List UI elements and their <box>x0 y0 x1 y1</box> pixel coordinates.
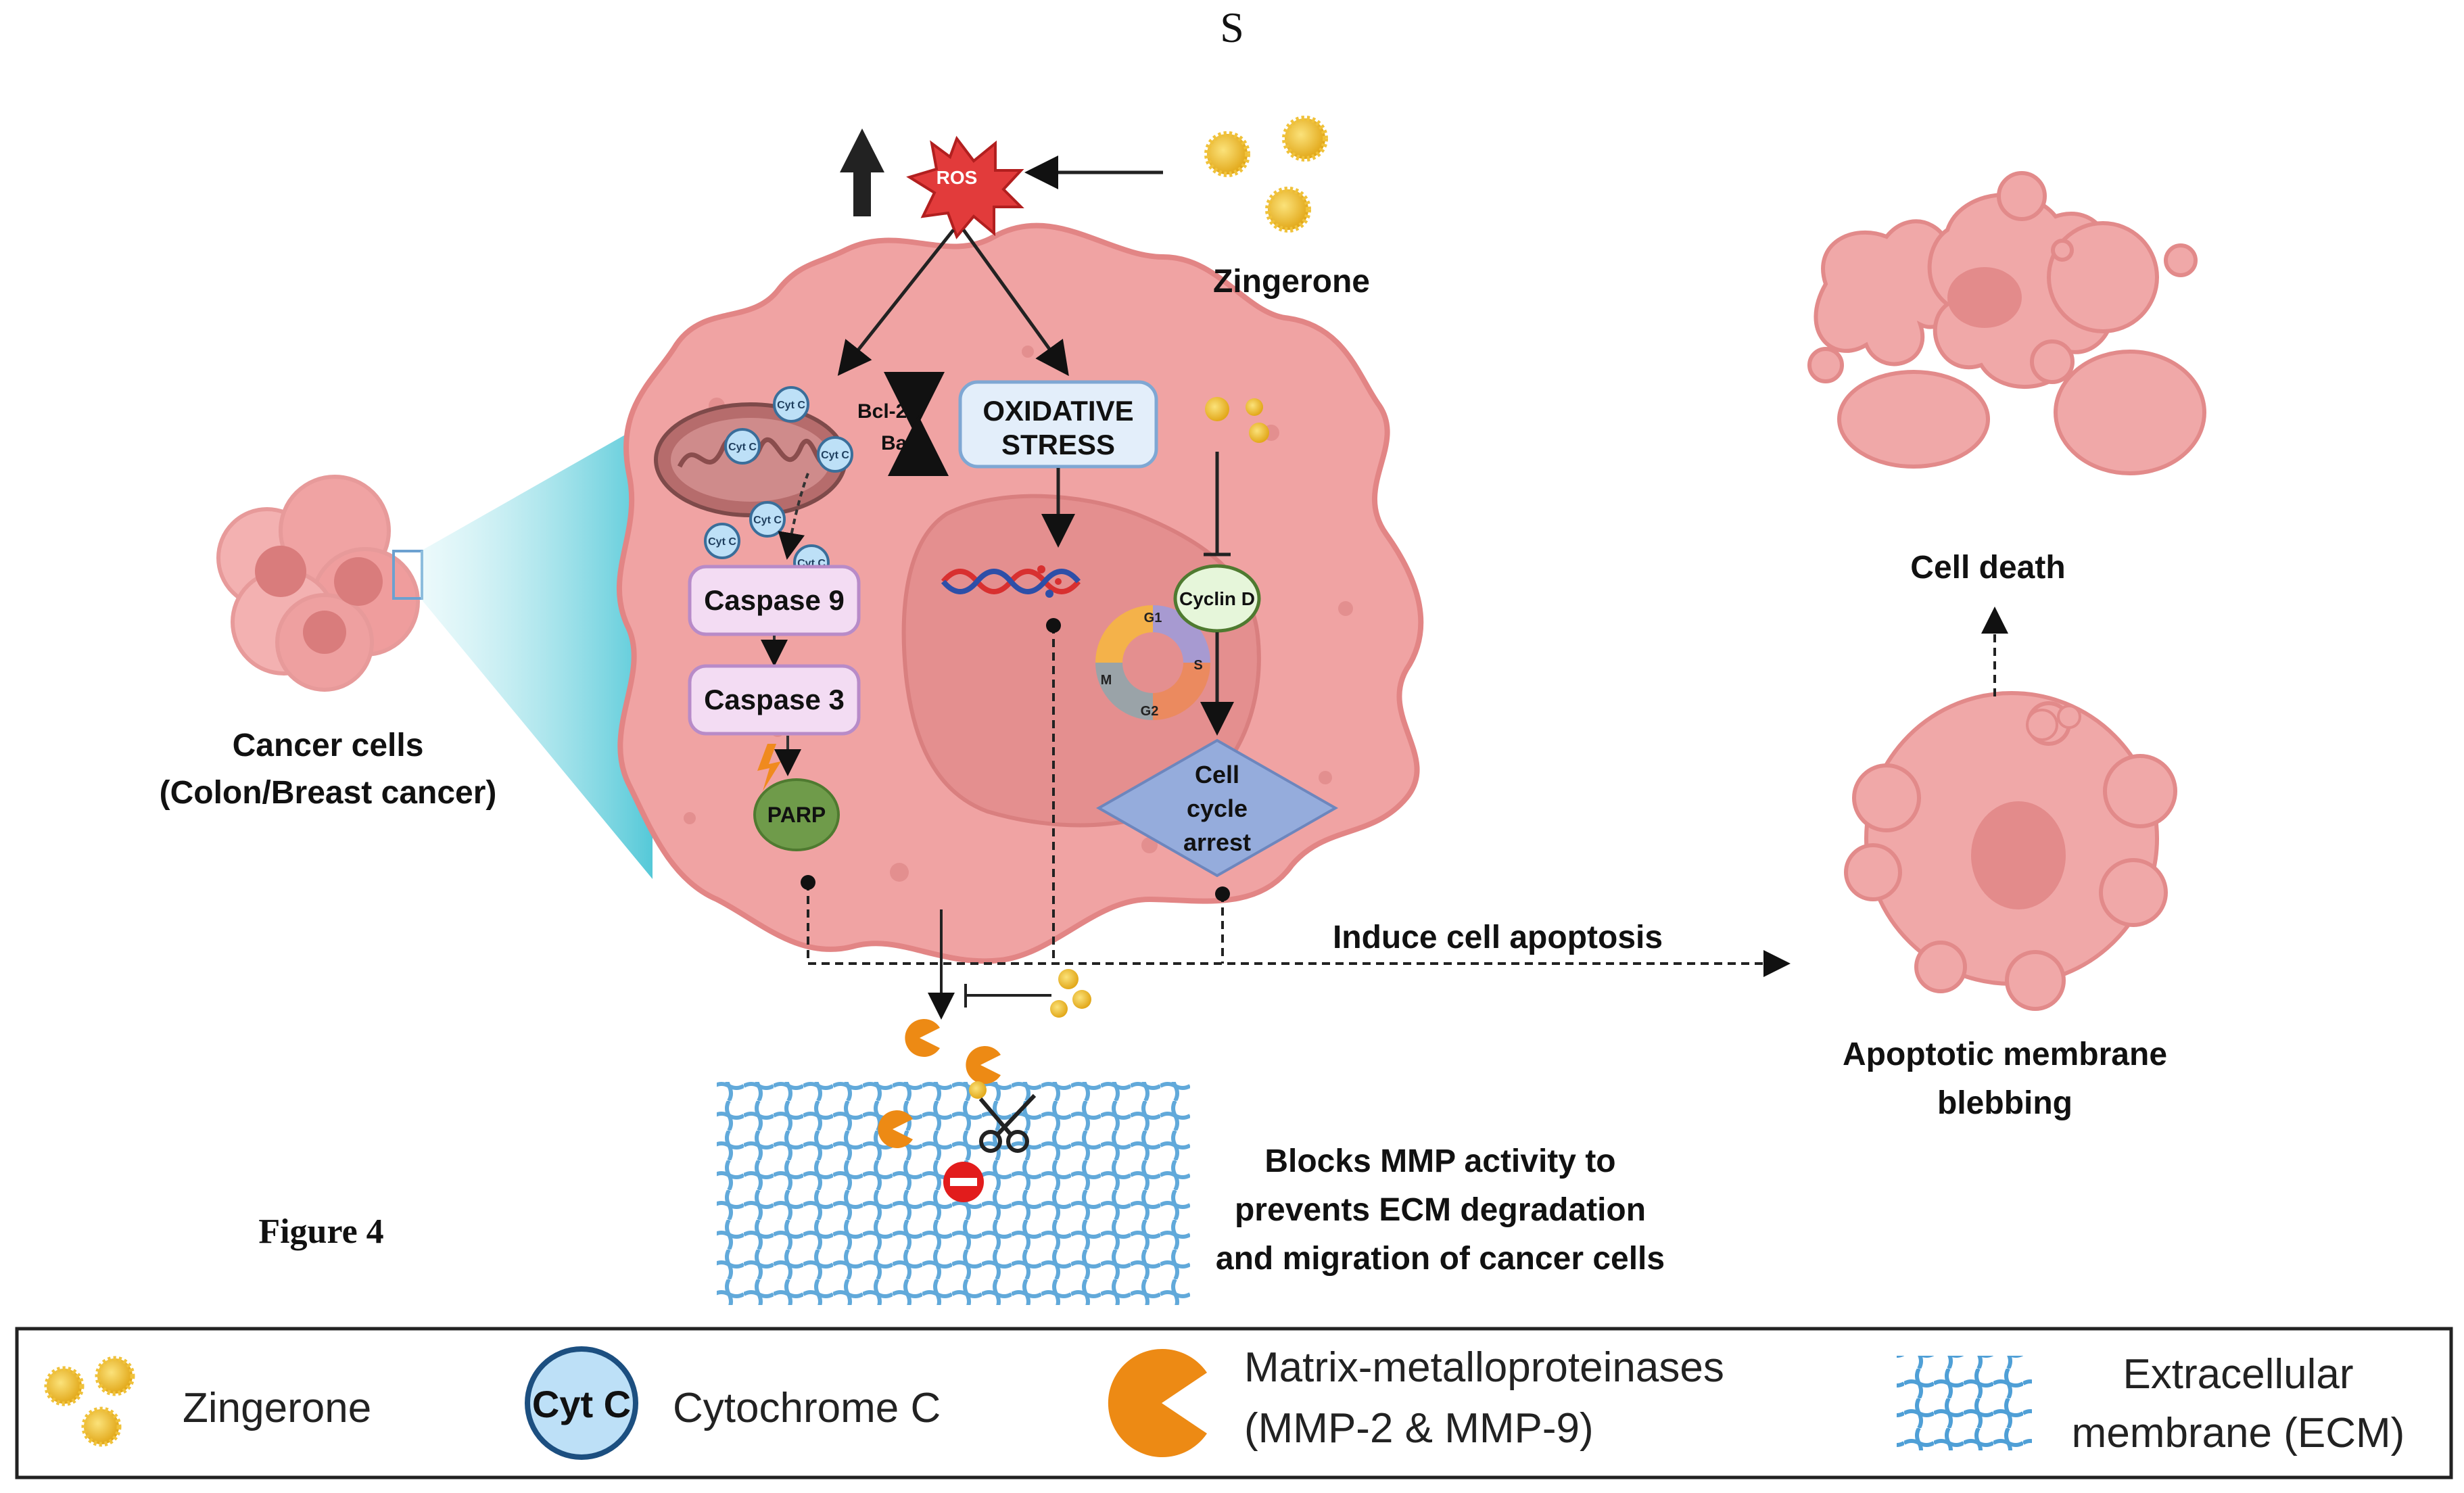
legend-zingerone-icon <box>44 1356 135 1447</box>
parp-label: PARP <box>767 803 826 827</box>
lightning-icon <box>757 744 781 791</box>
svg-text:G1: G1 <box>1144 611 1162 625</box>
blebbing-line2: blebbing <box>1937 1085 2072 1121</box>
cytc-molecule: Cyt C <box>704 523 740 559</box>
cell-death-label: Cell death <box>1910 550 2065 586</box>
figure-label: Figure 4 <box>258 1212 383 1251</box>
legend-mmp-line1: Matrix-metalloproteinases <box>1244 1344 1724 1391</box>
scissors-icon <box>978 1093 1037 1153</box>
svg-text:M: M <box>1101 673 1112 688</box>
caspase3-box <box>688 664 861 736</box>
cancer-cells-sublabel: (Colon/Breast cancer) <box>160 775 497 811</box>
legend-mmp-icon <box>1108 1349 1207 1457</box>
zingerone-particles-mmp <box>1050 969 1091 1018</box>
caspase3-label: Caspase 3 <box>704 684 845 715</box>
header-letter: S <box>1220 3 1244 51</box>
zingerone-particles-intracell <box>1205 397 1269 443</box>
apoptosis-pathway-lines <box>807 625 1791 977</box>
svg-text:Cyt C: Cyt C <box>708 536 736 548</box>
legend-zingerone-label: Zingerone <box>183 1385 371 1431</box>
cytc-release-arrow <box>778 473 809 560</box>
svg-text:S: S <box>1193 658 1202 673</box>
svg-text:Cyt C: Cyt C <box>728 442 757 453</box>
parp-node <box>753 778 840 851</box>
cell-cycle-wheel: G1 S G2 M <box>1095 605 1210 720</box>
svg-text:Cyt C: Cyt C <box>753 515 782 526</box>
damaged-dna-icon <box>941 565 1081 598</box>
cancer-cell-cluster <box>216 475 423 692</box>
oxidative-stress-line2: STRESS <box>1001 429 1115 460</box>
legend-cytc-icon-label: Cyt C <box>532 1383 631 1425</box>
svg-text:Cyt C: Cyt C <box>777 400 805 411</box>
arrest-line3: arrest <box>1183 828 1251 856</box>
mmp-block-line3: and migration of cancer cells <box>1216 1241 1665 1277</box>
legend-mmp-line2: (MMP-2 & MMP-9) <box>1244 1405 1594 1452</box>
pathway-endpoints <box>801 618 1230 901</box>
zingerone-particles-top <box>1204 116 1328 233</box>
cancer-cells-label: Cancer cells <box>233 728 424 763</box>
cytc-molecule: Cyt C <box>749 501 786 538</box>
blebbing-line1: Apoptotic membrane <box>1843 1037 2167 1072</box>
mmp-block-line2: prevents ECM degradation <box>1235 1192 1646 1228</box>
ros-increase-arrow-icon <box>840 128 884 216</box>
zoom-beam <box>421 419 653 879</box>
mmp-enzymes <box>878 1019 1001 1148</box>
legend-ecm-line1: Extracellular <box>2123 1351 2353 1398</box>
arrest-line2: cycle <box>1187 795 1248 822</box>
bax-label: Bax <box>881 432 918 454</box>
cytc-molecule: Cyt C <box>817 436 853 473</box>
mmp-block-line1: Blocks MMP activity to <box>1264 1143 1615 1179</box>
svg-text:G2: G2 <box>1141 704 1159 719</box>
legend-cytc-icon <box>525 1346 638 1460</box>
cyclin-d-label: Cyclin D <box>1179 588 1255 609</box>
cytc-molecule: Cyt C <box>773 386 809 423</box>
svg-text:Cyt C: Cyt C <box>821 450 849 461</box>
apoptotic-blebbing-cell <box>1844 691 2177 1011</box>
arrow-ros-to-oxidative <box>962 229 1069 377</box>
caspase9-box <box>688 565 861 636</box>
oxidative-stress-line1: OXIDATIVE <box>982 395 1133 427</box>
zingerone-label: Zingerone <box>1213 264 1370 300</box>
legend-cytochrome-label: Cytochrome C <box>673 1385 941 1431</box>
legend-box <box>15 1327 2453 1479</box>
dead-cell-fragments <box>1807 171 2206 475</box>
induce-apoptosis-label: Induce cell apoptosis <box>1333 920 1663 955</box>
cyclin-d-node <box>1173 564 1261 633</box>
ros-label: ROS <box>937 167 978 188</box>
oxidative-stress-box <box>958 380 1158 469</box>
arrest-line1: Cell <box>1195 761 1239 788</box>
cytc-molecule: Cyt C <box>724 428 761 465</box>
ros-burst <box>906 135 1024 239</box>
legend-ecm-line2: membrane (ECM) <box>2072 1410 2405 1456</box>
caspase9-label: Caspase 9 <box>704 584 845 616</box>
bcl2-label: Bcl-2 <box>857 400 907 423</box>
arrow-ros-to-mito <box>837 229 955 376</box>
cell-cycle-arrest-diamond <box>1095 738 1339 878</box>
no-entry-icon <box>943 1162 984 1202</box>
dead-cell-nucleus <box>1947 267 2022 328</box>
legend-ecm-icon <box>1897 1356 2032 1450</box>
